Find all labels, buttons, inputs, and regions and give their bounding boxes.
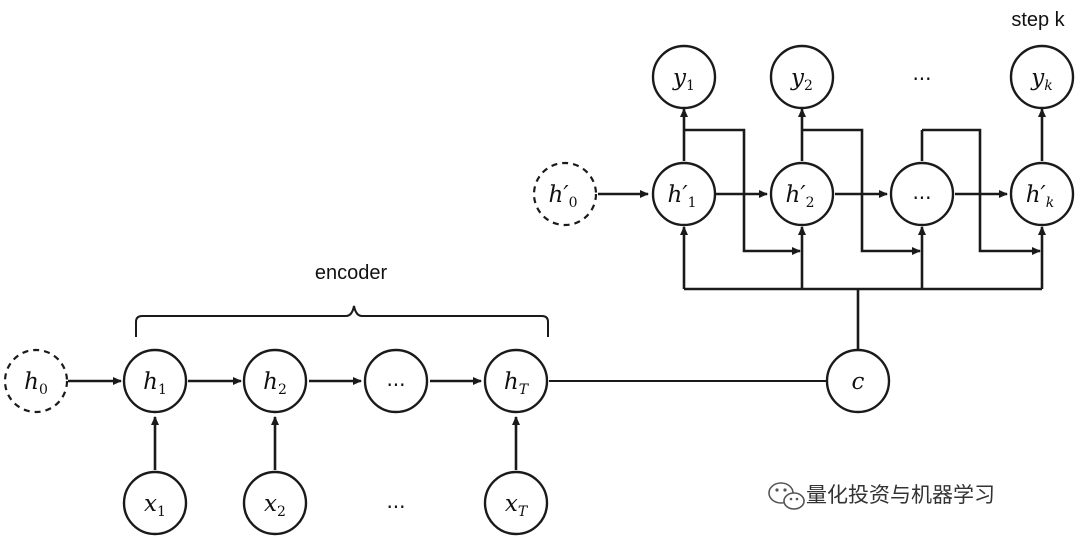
node-xT	[483, 470, 549, 536]
node-hp0	[532, 161, 598, 227]
node-hp0-label: h′0	[549, 182, 578, 211]
node-dec-dots	[889, 161, 955, 227]
node-hT-label: hT	[504, 369, 530, 398]
node-x2-label: x2	[264, 491, 286, 520]
node-hp1-label: h′1	[668, 182, 697, 211]
node-yk-label: yk	[1030, 65, 1052, 94]
encoder-label: encoder	[315, 262, 388, 284]
node-x1-label: x1	[144, 491, 166, 520]
input-dots: ...	[386, 489, 405, 513]
node-hT	[483, 348, 549, 414]
node-y1	[651, 44, 717, 110]
node-h0	[3, 348, 69, 414]
step-label: step k	[1011, 9, 1065, 31]
feedback-dots-hpk	[922, 128, 1041, 255]
node-yk	[1009, 44, 1075, 110]
feedback-y1-hp2	[684, 128, 801, 255]
node-y1-label: y1	[672, 65, 695, 94]
node-x2	[242, 470, 308, 536]
output-dots: ...	[912, 61, 931, 85]
node-hp1	[651, 161, 717, 227]
node-dec-dots-label: ...	[912, 180, 931, 204]
feedback-y2-dots	[802, 128, 921, 255]
node-h1	[122, 348, 188, 414]
node-h1-label: h1	[143, 369, 167, 398]
node-xT-label: xT	[505, 491, 529, 520]
node-hpk	[1009, 161, 1075, 227]
node-c-label: c	[852, 369, 865, 395]
node-h2	[242, 348, 308, 414]
watermark-text: 量化投资与机器学习	[806, 483, 995, 507]
node-enc-dots	[363, 348, 429, 414]
node-c	[825, 348, 891, 414]
node-h2-label: h2	[263, 369, 287, 398]
node-y2-label: y2	[790, 65, 813, 94]
encoder-brace	[135, 305, 549, 337]
node-y2	[769, 44, 835, 110]
node-hp2	[769, 161, 835, 227]
node-enc-dots-label: ...	[386, 367, 405, 391]
node-hp2-label: h′2	[786, 182, 815, 211]
node-hpk-label: h′k	[1026, 182, 1055, 211]
node-x1	[122, 470, 188, 536]
wechat-icon	[768, 482, 805, 510]
node-h0-label: h0	[24, 369, 48, 398]
